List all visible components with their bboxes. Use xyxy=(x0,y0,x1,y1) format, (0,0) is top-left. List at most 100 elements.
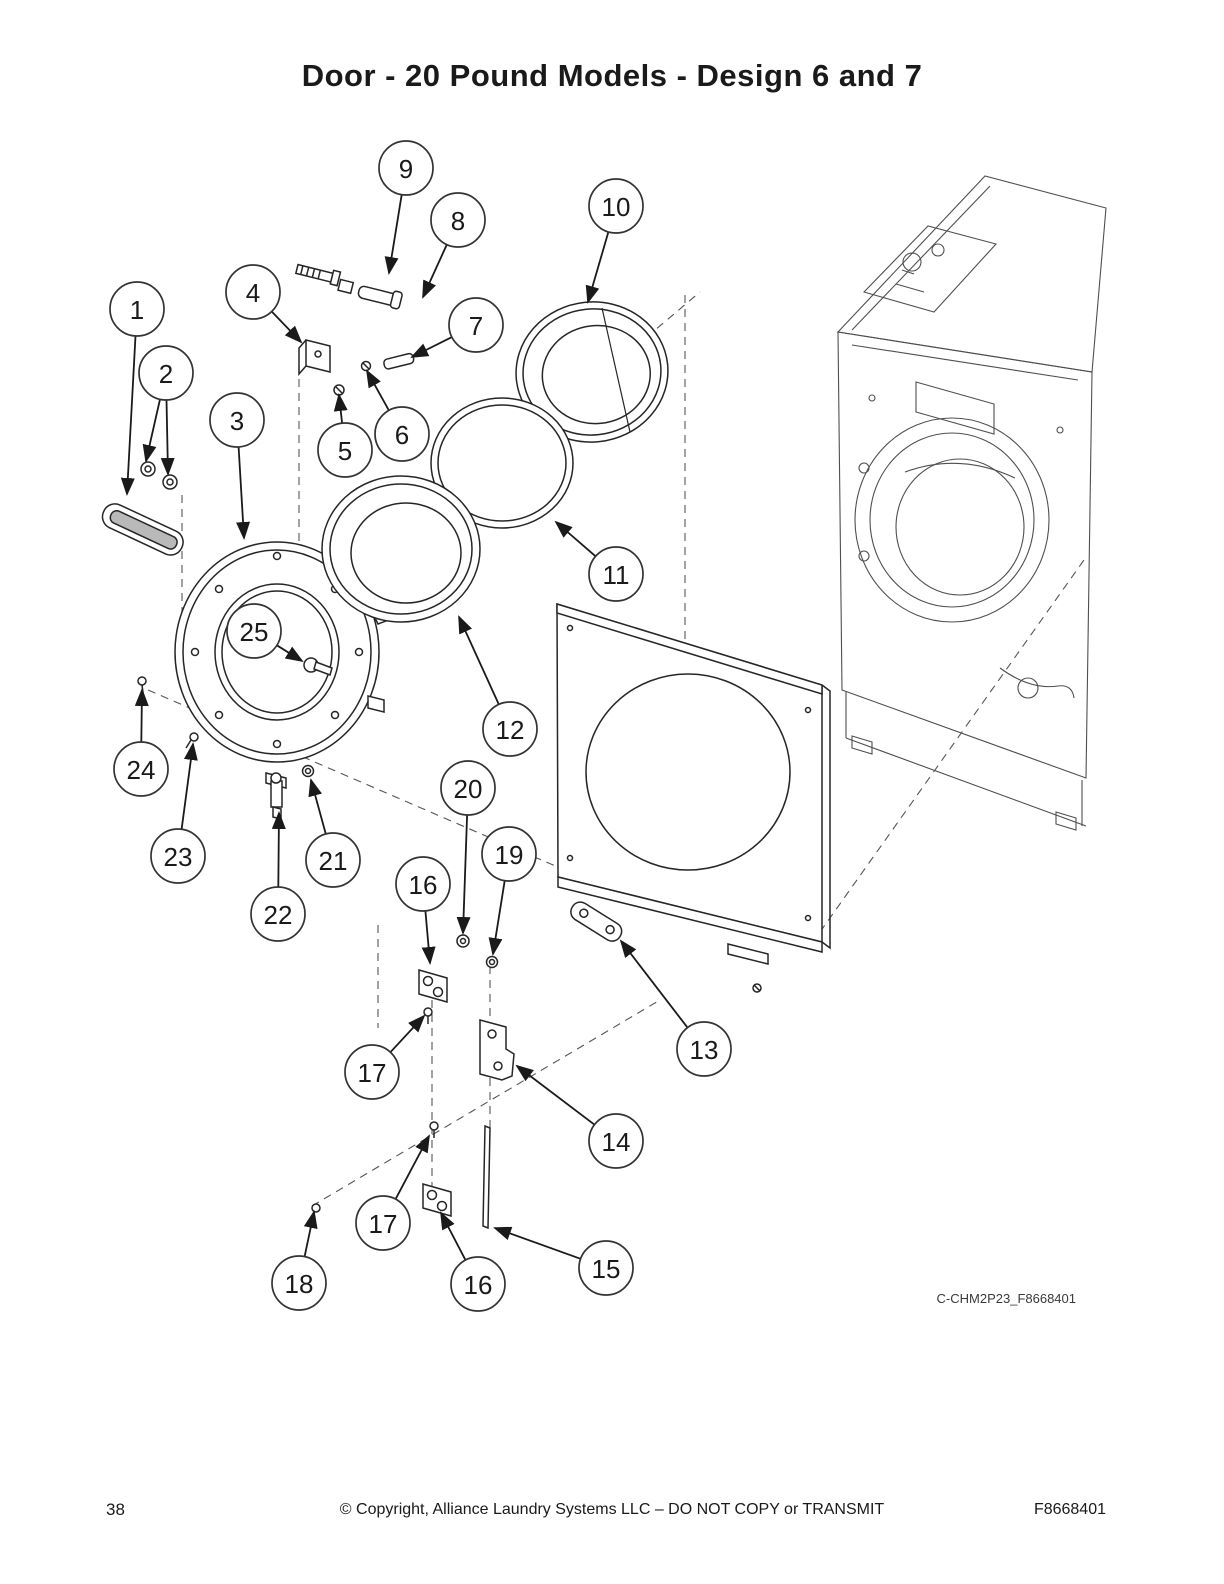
block-screws xyxy=(423,1007,439,1138)
handle-screws xyxy=(140,461,178,490)
callout-balloon-1: 1 xyxy=(109,281,165,337)
callout-balloon-6: 6 xyxy=(374,406,430,462)
callout-leader-22 xyxy=(271,811,286,888)
page-number: 38 xyxy=(106,1500,125,1519)
callout-balloon-21: 21 xyxy=(305,832,361,888)
svg-text:2: 2 xyxy=(159,359,173,389)
svg-text:21: 21 xyxy=(319,846,348,876)
callout-balloon-11: 11 xyxy=(588,546,644,602)
callout-leader-12 xyxy=(458,615,500,705)
svg-text:25: 25 xyxy=(240,617,269,647)
door-gasket xyxy=(430,397,574,529)
callout-balloon-10: 10 xyxy=(588,178,644,234)
callout-balloon-13: 13 xyxy=(676,1021,732,1077)
svg-text:5: 5 xyxy=(338,436,352,466)
shoulder-bushing xyxy=(357,285,403,310)
striker-plate xyxy=(570,901,623,942)
callout-leader-2 xyxy=(142,399,161,463)
callout-balloon-18: 18 xyxy=(271,1255,327,1311)
outer-door-ring xyxy=(174,541,396,763)
callout-leader-17 xyxy=(394,1134,430,1200)
callout-balloon-17: 17 xyxy=(355,1195,411,1251)
callout-balloon-16: 16 xyxy=(395,856,451,912)
callout-leader-24 xyxy=(134,688,149,743)
hinge-pin-assembly xyxy=(265,772,287,820)
svg-text:16: 16 xyxy=(409,870,438,900)
callout-balloon-2: 2 xyxy=(138,345,194,401)
callout-leader-10 xyxy=(585,231,610,304)
svg-text:24: 24 xyxy=(127,755,156,785)
svg-text:4: 4 xyxy=(246,278,260,308)
callout-leader-15 xyxy=(493,1226,581,1260)
callout-balloon-9: 9 xyxy=(378,140,434,196)
callout-leader-11 xyxy=(554,520,597,557)
svg-text:1: 1 xyxy=(130,295,144,325)
lock-block-lower xyxy=(422,1183,452,1217)
hinge-bracket xyxy=(479,1019,515,1081)
spacer xyxy=(337,278,355,295)
callout-balloon-8: 8 xyxy=(430,192,486,248)
washer-21 xyxy=(301,764,315,778)
callout-leader-16 xyxy=(421,910,436,965)
callout-leader-23 xyxy=(180,742,198,830)
callout-balloon-24: 24 xyxy=(113,741,169,797)
callout-leader-17 xyxy=(389,1014,426,1053)
svg-text:20: 20 xyxy=(454,774,483,804)
callout-leader-16 xyxy=(440,1211,467,1261)
callout-leader-9 xyxy=(384,194,403,275)
callout-balloon-20: 20 xyxy=(440,760,496,816)
panel-screw xyxy=(752,983,762,993)
page-title: Door - 20 Pound Models - Design 6 and 7 xyxy=(301,58,923,93)
callout-leader-4 xyxy=(271,310,303,344)
copyright-notice: © Copyright, Alliance Laundry Systems LL… xyxy=(339,1501,885,1518)
svg-text:8: 8 xyxy=(451,206,465,236)
svg-text:17: 17 xyxy=(369,1209,398,1239)
callout-balloon-12: 12 xyxy=(482,701,538,757)
svg-text:7: 7 xyxy=(469,311,483,341)
svg-text:15: 15 xyxy=(592,1254,621,1284)
callout-balloon-5: 5 xyxy=(317,422,373,478)
callout-leader-8 xyxy=(422,244,448,299)
callout-leader-25 xyxy=(276,644,304,663)
callout-balloon-17: 17 xyxy=(344,1044,400,1100)
svg-text:23: 23 xyxy=(164,842,193,872)
doc-number: F8668401 xyxy=(1033,1501,1106,1518)
callout-balloon-16: 16 xyxy=(450,1256,506,1312)
callout-leader-6 xyxy=(366,369,390,411)
figure-code: C-CHM2P23_F8668401 xyxy=(936,1291,1076,1306)
svg-text:18: 18 xyxy=(285,1269,314,1299)
screw-18 xyxy=(311,1203,321,1213)
washer-cabinet xyxy=(836,175,1107,831)
door-parts xyxy=(101,263,831,1230)
svg-text:17: 17 xyxy=(358,1058,387,1088)
svg-text:9: 9 xyxy=(399,154,413,184)
callout-leader-18 xyxy=(303,1210,318,1257)
door-glass-ring xyxy=(321,475,481,623)
callout-balloon-19: 19 xyxy=(481,826,537,882)
callout-leader-20 xyxy=(456,814,471,935)
hinge-pin xyxy=(383,352,415,370)
callout-balloon-25: 25 xyxy=(226,603,282,659)
callout-leader-3 xyxy=(236,446,251,540)
svg-text:12: 12 xyxy=(496,715,525,745)
callout-leader-2 xyxy=(160,399,175,476)
svg-text:3: 3 xyxy=(230,406,244,436)
callout-leader-21 xyxy=(308,778,327,835)
shoulder-screw xyxy=(294,263,342,287)
hinge-rod xyxy=(482,1124,491,1230)
callout-balloon-4: 4 xyxy=(225,264,281,320)
callout-layer: 1234567891011122524232221201916171314171… xyxy=(109,140,732,1312)
svg-text:22: 22 xyxy=(264,900,293,930)
svg-text:19: 19 xyxy=(495,840,524,870)
callout-leader-1 xyxy=(120,335,137,496)
page-footer: 38 © Copyright, Alliance Laundry Systems… xyxy=(0,1498,1224,1532)
callout-balloon-22: 22 xyxy=(250,886,306,942)
svg-text:14: 14 xyxy=(602,1127,631,1157)
svg-text:11: 11 xyxy=(603,560,630,590)
callout-balloon-14: 14 xyxy=(588,1113,644,1169)
svg-text:6: 6 xyxy=(395,420,409,450)
front-panel xyxy=(556,602,831,965)
door-handle xyxy=(101,503,184,556)
hinge-block xyxy=(298,339,331,376)
